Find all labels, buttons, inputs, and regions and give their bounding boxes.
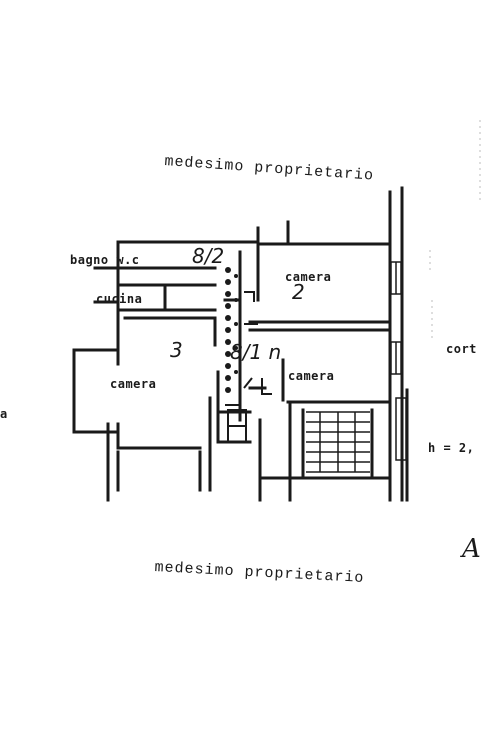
cortile-partial-label: cort [446, 342, 477, 356]
faint-scan-marks [429, 120, 481, 340]
room-bagno-label: bagno w.c [70, 253, 140, 267]
doors [225, 291, 272, 443]
room-cucina-label: cucina [96, 292, 143, 306]
handwritten-sub-bagno: 8/2 [192, 244, 225, 268]
stair-treads [306, 411, 370, 473]
dotted-hatching [225, 267, 238, 393]
handwritten-sub-corridor: 8/1 n [230, 340, 282, 364]
room-camera-mid-right-label: camera [288, 369, 335, 383]
handwritten-sub-camera-left: 3 [170, 338, 183, 362]
height-partial-label: h = 2, [428, 441, 475, 455]
handwritten-sub-camera-right: 2 [292, 280, 305, 304]
sheet-letter: A [462, 534, 481, 564]
windows [390, 261, 407, 461]
room-camera-left-label: camera [110, 377, 157, 391]
left-edge-partial-label: a [0, 407, 8, 421]
room-camera-top-right-label: camera [285, 270, 332, 284]
